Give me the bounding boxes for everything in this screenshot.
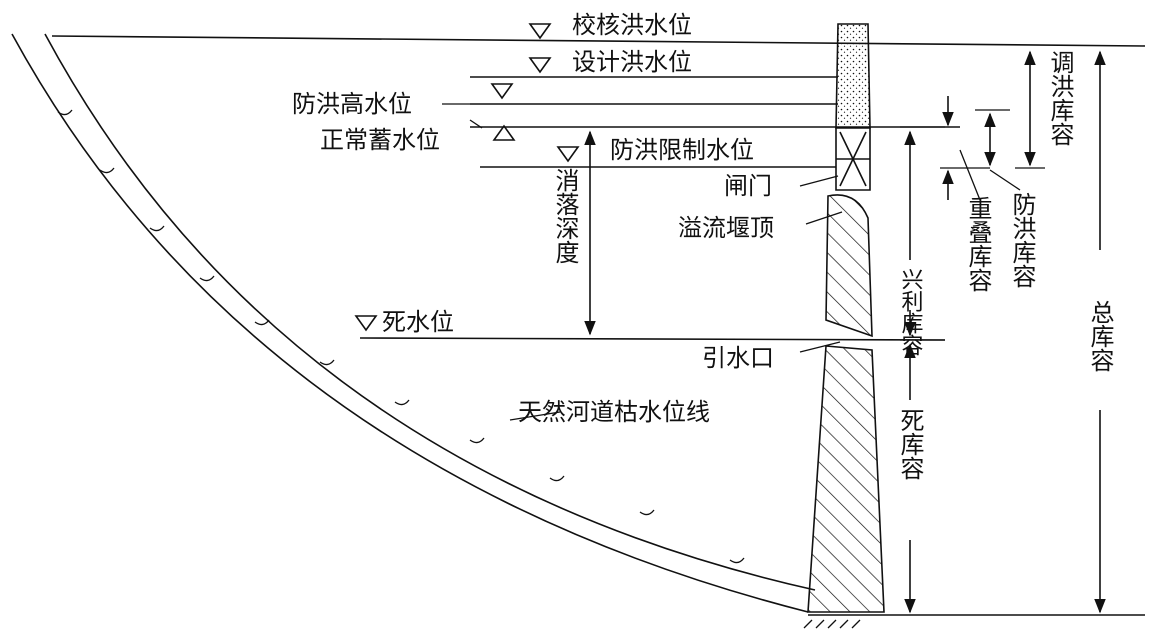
dam-lower-body	[807, 345, 885, 613]
vertical-labels: 消落深度 兴利库容 死库容 重叠库容 防洪库容 调洪库容 总库容	[551, 50, 1114, 480]
water-level-lines	[51, 35, 1146, 616]
gate-leader	[799, 175, 839, 187]
river-line-leader	[509, 411, 561, 421]
dam	[803, 23, 885, 629]
check-flood-line	[51, 35, 1146, 47]
dead-storage-label: 死库容	[896, 408, 924, 480]
dead-level-marker-icon	[354, 315, 378, 332]
intake-label: 引水口	[702, 344, 774, 372]
flood-high-marker-icon	[490, 83, 514, 100]
storage-dimensions	[900, 50, 1106, 614]
drawdown-depth-label: 消落深度	[551, 168, 579, 264]
gate-label: 闸门	[724, 172, 772, 200]
normal-storage-leader	[469, 119, 483, 129]
spillway-leader	[805, 211, 843, 225]
design-flood-marker-icon	[528, 57, 552, 74]
dead-level-label: 死水位	[382, 308, 454, 336]
level-markers	[354, 23, 580, 332]
flood-limit-label: 防洪限制水位	[610, 136, 754, 164]
ground-ticks	[57, 109, 745, 564]
bank-inner-line	[44, 33, 816, 591]
normal-storage-label: 正常蓄水位	[320, 126, 440, 154]
check-flood-label: 校核洪水位	[572, 11, 692, 39]
intake-leader	[799, 341, 841, 353]
flood-high-label: 防洪高水位	[292, 90, 412, 118]
spillway-crest-label: 溢流堰顶	[678, 214, 774, 242]
design-flood-label: 设计洪水位	[572, 48, 692, 76]
total-storage-label: 总库容	[1086, 300, 1114, 372]
foundation-ticks	[803, 619, 861, 629]
overlap-leader	[959, 149, 981, 201]
flood-regulation-storage-label: 调洪库容	[1046, 50, 1074, 146]
bank-outer-line	[11, 33, 809, 613]
overlap-storage-label: 重叠库容	[964, 196, 992, 292]
dam-crest-block	[835, 23, 871, 129]
leader-lines	[442, 103, 843, 421]
horizontal-labels: 校核洪水位 设计洪水位 防洪高水位 正常蓄水位 防洪限制水位 闸门 溢流堰顶 死…	[292, 11, 774, 426]
flood-ctrl-leader	[989, 169, 1021, 191]
normal-storage-marker-icon	[492, 124, 516, 141]
flood-control-storage-label: 防洪库容	[1008, 192, 1036, 288]
spillway-body	[825, 194, 873, 338]
conservation-storage-label: 兴利库容	[898, 268, 924, 356]
flood-limit-marker-icon	[556, 146, 580, 163]
dead-level-line	[359, 337, 946, 341]
check-flood-marker-icon	[528, 23, 552, 40]
river-low-line-label: 天然河道枯水位线	[518, 398, 710, 426]
reservoir-bank	[11, 33, 816, 613]
